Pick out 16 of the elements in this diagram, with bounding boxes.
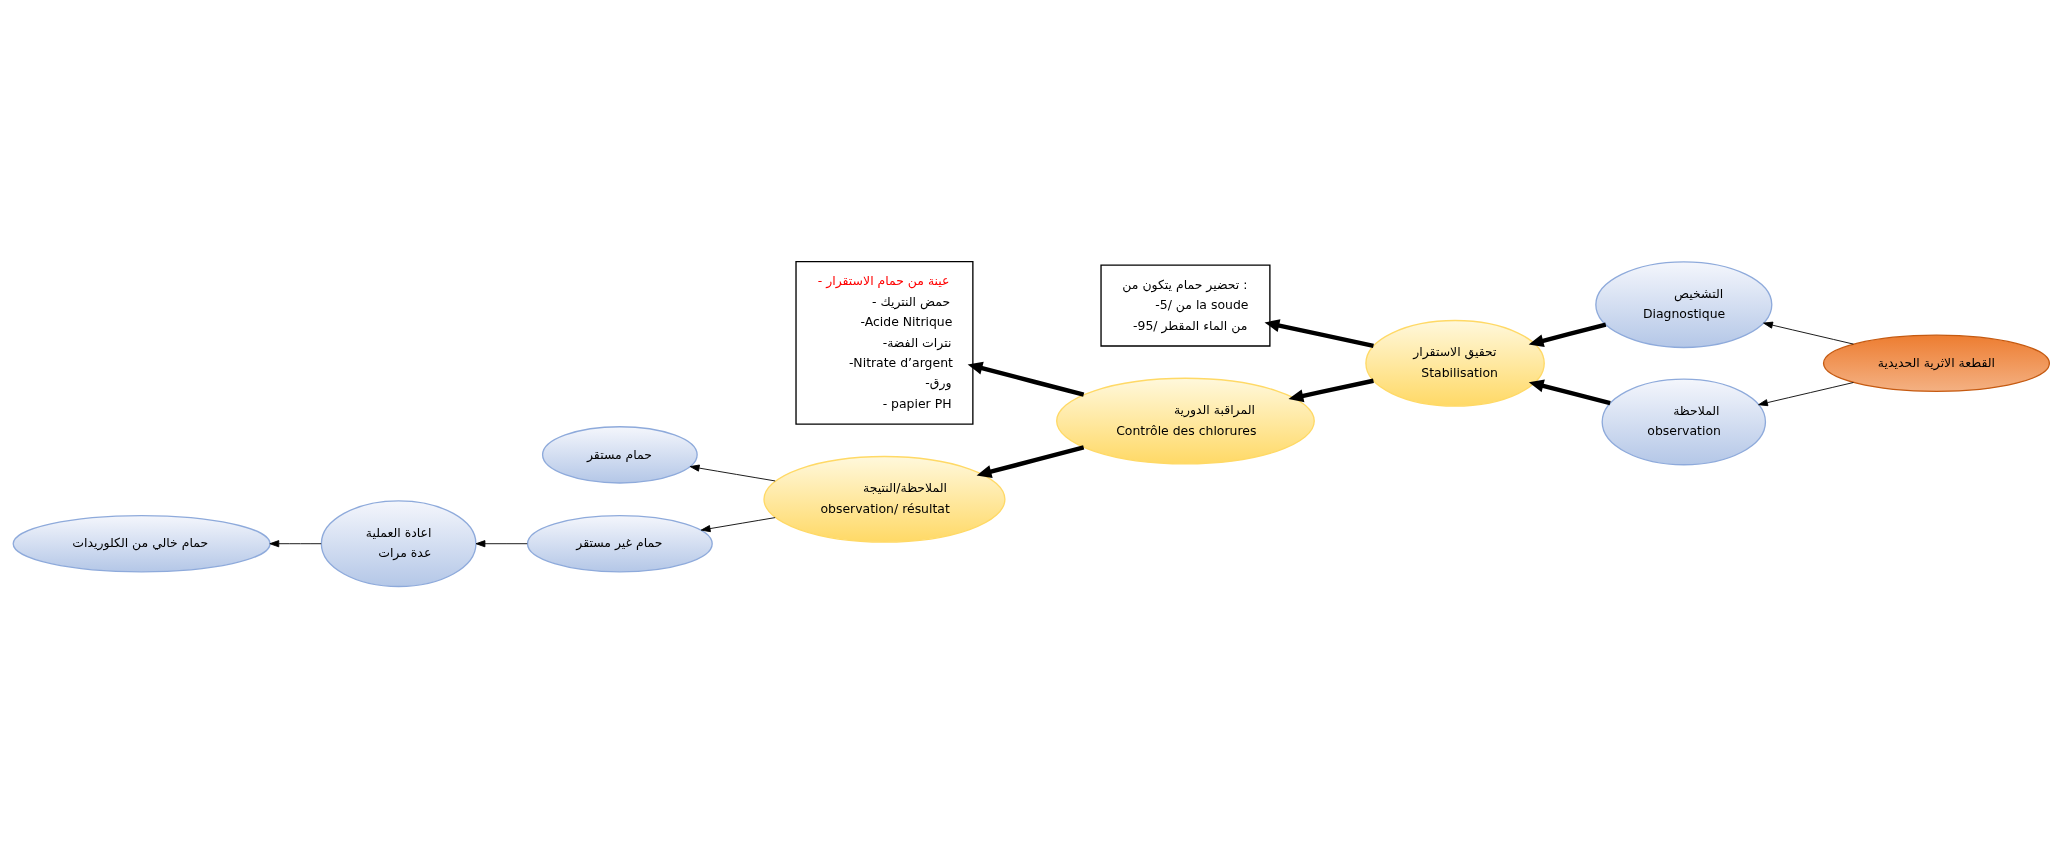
node-ellipse: حمام خالي من الكلوريدات <box>12 514 271 573</box>
arrow <box>475 540 528 548</box>
arrow <box>1763 321 1854 345</box>
arrow <box>269 540 322 548</box>
arrow <box>976 445 1085 478</box>
arrow <box>689 464 776 482</box>
arrow <box>1288 378 1374 403</box>
arrow <box>1528 379 1611 406</box>
arrow <box>967 361 1085 397</box>
node-ellipse: اعادة العملية عدة مرات <box>320 500 477 588</box>
node-box: تحضير حمام يتكون من : -5/ من la soude -95/ من الماء المقطر <box>1100 264 1271 347</box>
arrow <box>1264 319 1374 349</box>
arrow <box>700 517 776 533</box>
node-ellipse: القطعة الاثرية الحديدية <box>1822 334 2051 393</box>
arrow <box>1758 382 1854 407</box>
arrow <box>1528 322 1607 348</box>
